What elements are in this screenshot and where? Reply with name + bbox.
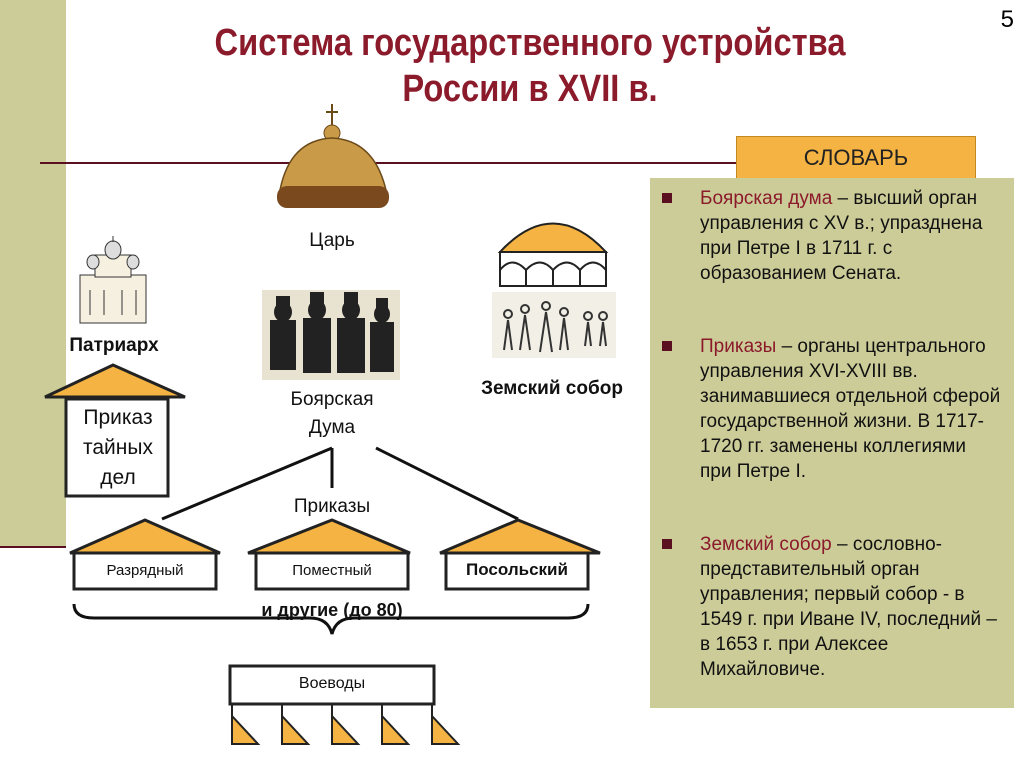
boyars-icon [262, 290, 400, 380]
definition: – высший орган управления с XV в.; упраз… [700, 188, 983, 284]
prikazy-label: Приказы [293, 496, 371, 517]
voevody-subunits [231, 704, 461, 745]
definition: – сословно-представительный орган управл… [700, 534, 997, 680]
tsar-label: Царь [309, 230, 355, 251]
office-razryadny: Разрядный [106, 562, 184, 579]
title-line-1: Система государственного устройства [214, 22, 846, 64]
glossary-item-zemsky-sobor: Земский собор – сословно-представительны… [662, 532, 1002, 682]
title-rule [40, 162, 740, 164]
crown-icon [277, 104, 389, 208]
office-pomestny: Поместный [292, 562, 372, 579]
diagram-graphics [44, 104, 616, 745]
zemsky-sobor-label: Земский собор [481, 378, 623, 399]
term: Приказы [700, 336, 777, 357]
voevody-label: Воеводы [298, 675, 366, 692]
strip-rule [0, 546, 66, 548]
bullet-icon [662, 539, 672, 549]
crowd-icon [492, 292, 616, 358]
definition: – органы центрального управления XVI-XVI… [700, 336, 1001, 482]
bullet-icon [662, 341, 672, 351]
term: Земский собор [700, 534, 832, 555]
bullet-icon [662, 193, 672, 203]
patriarch-label: Патриарх [69, 335, 159, 356]
glossary-panel: Боярская дума – высший орган управления … [650, 178, 1014, 708]
title-line-2: России в XVII в. [402, 68, 658, 110]
slide-number: 5 [1000, 6, 1014, 33]
church-icon [79, 236, 147, 324]
sobor-hall-icon [497, 222, 609, 287]
left-decor-strip [0, 0, 66, 548]
boyar-duma-label: Боярская Дума [290, 389, 374, 438]
office-posolsky: Посольский [466, 560, 568, 579]
slide-title: Система государственного устройства Росс… [203, 20, 857, 112]
glossary-item-prikazy: Приказы – органы центрального управления… [662, 334, 1002, 484]
glossary-button[interactable]: СЛОВАРЬ [736, 136, 976, 180]
and-others-label: и другие (до 80) [261, 600, 403, 620]
glossary-item-boyar-duma: Боярская дума – высший орган управления … [662, 186, 1002, 286]
term: Боярская дума [700, 188, 833, 209]
secret-office-label: Приказ тайных дел [83, 406, 153, 489]
